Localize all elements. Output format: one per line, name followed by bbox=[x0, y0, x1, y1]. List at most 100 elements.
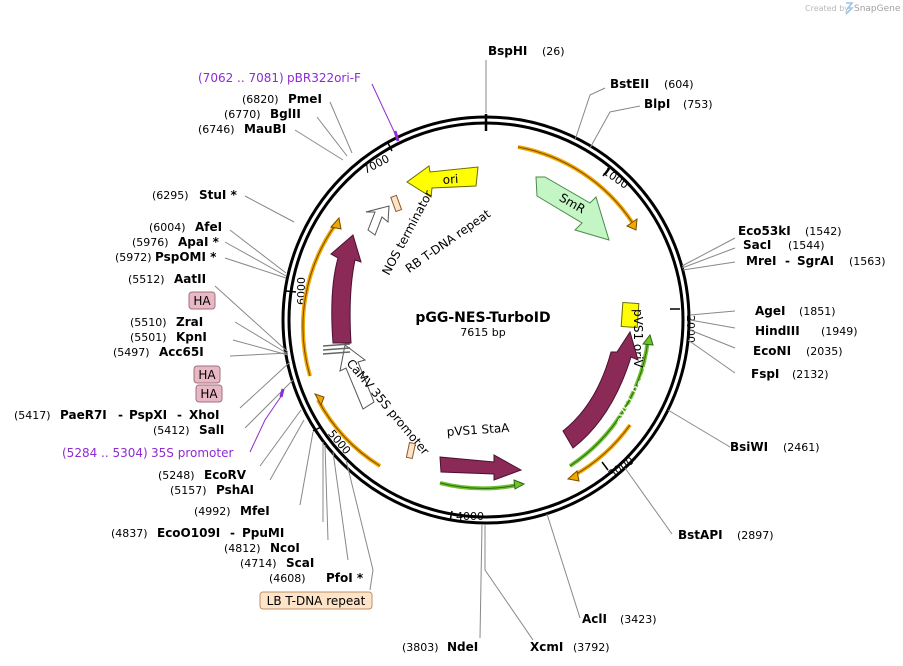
svg-text:ApaI *: ApaI * bbox=[178, 235, 220, 249]
rb-tdna-marker[interactable] bbox=[390, 194, 403, 213]
primer-pbr322ori-f[interactable]: (7062 .. 7081) pBR322ori-F bbox=[198, 71, 361, 85]
svg-text:HA: HA bbox=[198, 368, 216, 382]
svg-text:KpnI: KpnI bbox=[176, 330, 207, 344]
svg-text:(5157): (5157) bbox=[170, 484, 207, 497]
svg-text:HindIII: HindIII bbox=[755, 324, 800, 338]
svg-text:(1949): (1949) bbox=[821, 325, 858, 338]
enzyme-stui[interactable]: (6295)StuI * bbox=[152, 188, 238, 202]
svg-text:PfoI *: PfoI * bbox=[326, 571, 364, 585]
svg-text:(5510): (5510) bbox=[130, 316, 167, 329]
svg-text:EcoO109I: EcoO109I bbox=[157, 526, 220, 540]
svg-text:(1563): (1563) bbox=[849, 255, 886, 268]
svg-text:-: - bbox=[118, 408, 123, 422]
svg-text:(2035): (2035) bbox=[806, 345, 843, 358]
svg-text:(2461): (2461) bbox=[783, 441, 820, 454]
enzyme-bsiwi[interactable]: BsiWI (2461) bbox=[730, 440, 820, 454]
enzyme-apai[interactable]: (5976)ApaI * bbox=[132, 235, 220, 249]
enzyme-fspi[interactable]: FspI(2132) bbox=[751, 367, 829, 381]
ha-tag-3[interactable]: HA bbox=[195, 384, 223, 403]
enzyme-pshai[interactable]: (5157) PshAI bbox=[170, 483, 254, 497]
enzyme-pfoi[interactable]: (4608) PfoI * bbox=[269, 571, 364, 585]
svg-text:PspOMI *: PspOMI * bbox=[155, 250, 217, 264]
svg-text:ScaI: ScaI bbox=[286, 556, 314, 570]
svg-text:35S promoter: 35S promoter bbox=[151, 446, 233, 460]
enzyme-xcmi[interactable]: XcmI(3792) bbox=[530, 640, 610, 654]
enzyme-aatii[interactable]: (5512)AatII bbox=[128, 272, 206, 286]
pvs1-staa-label: pVS1 StaA bbox=[446, 421, 510, 439]
svg-text:SgrAI: SgrAI bbox=[797, 254, 834, 268]
enzyme-kpni[interactable]: (5501)KpnI bbox=[130, 330, 207, 344]
tick-label-1000: 1000 bbox=[600, 165, 630, 192]
enzyme-ndei[interactable]: (3803)NdeI bbox=[402, 640, 478, 654]
enzyme-ncoi[interactable]: (4812)NcoI bbox=[224, 541, 300, 555]
svg-text:HA: HA bbox=[200, 387, 218, 401]
svg-text:PshAI: PshAI bbox=[216, 483, 254, 497]
svg-text:PspXI: PspXI bbox=[129, 408, 167, 422]
created-by-label: Created by bbox=[805, 4, 849, 13]
35s-primer-marker bbox=[279, 388, 285, 398]
enzyme-bstapi[interactable]: BstAPI(2897) bbox=[678, 528, 774, 542]
lb-tdna-marker[interactable] bbox=[405, 441, 416, 460]
svg-text:-: - bbox=[230, 526, 235, 540]
enzyme-pspomi[interactable]: (5972)PspOMI * bbox=[115, 250, 217, 264]
enzyme-zrai[interactable]: (5510)ZraI bbox=[130, 315, 203, 329]
camv-35s-feature[interactable] bbox=[339, 344, 375, 410]
svg-text:(4608): (4608) bbox=[269, 572, 306, 585]
pvs1-oriv-feature[interactable] bbox=[620, 301, 640, 329]
enzyme-acli[interactable]: AclI(3423) bbox=[582, 612, 657, 626]
svg-text:MauBI: MauBI bbox=[244, 122, 286, 136]
enzyme-acc65i[interactable]: (5497)Acc65I bbox=[113, 345, 204, 359]
svg-text:LB T-DNA repeat: LB T-DNA repeat bbox=[267, 594, 366, 608]
svg-text:(5972): (5972) bbox=[115, 251, 152, 264]
plasmid-length: 7615 bp bbox=[460, 326, 505, 339]
enzyme-scai[interactable]: (4714)ScaI bbox=[240, 556, 314, 570]
enzyme-pmei[interactable]: (6820)PmeI bbox=[242, 92, 322, 106]
ha-tag-1[interactable]: HA bbox=[188, 291, 216, 310]
enzyme-ecorv[interactable]: (5248)EcoRV bbox=[158, 468, 247, 482]
svg-text:AclI: AclI bbox=[582, 612, 607, 626]
enzyme-eco53ki[interactable]: Eco53kI(1542) bbox=[738, 224, 842, 238]
enzyme-bglii[interactable]: (6770)BglII bbox=[224, 107, 301, 121]
enzyme-mrei-sgrai[interactable]: MreI-SgrAI(1563) bbox=[746, 254, 886, 268]
svg-text:BsiWI: BsiWI bbox=[730, 440, 768, 454]
svg-text:BglII: BglII bbox=[270, 107, 301, 121]
lb-tdna-repeat-tag[interactable]: LB T-DNA repeat bbox=[259, 591, 373, 610]
camv-35s-label: CaMV 35S promoter bbox=[344, 356, 432, 457]
svg-text:(5417): (5417) bbox=[14, 409, 51, 422]
enzyme-econi[interactable]: EcoNI(2035) bbox=[753, 344, 843, 358]
repa-green-arrowhead bbox=[642, 333, 654, 346]
ha-tag-2[interactable]: HA bbox=[193, 365, 221, 384]
primer-35s-promoter[interactable]: (5284 .. 5304) 35S promoter bbox=[62, 446, 233, 460]
enzyme-eco0109i-ppumi[interactable]: (4837)EcoO109I-PpuMI bbox=[111, 526, 284, 540]
svg-text:BlpI: BlpI bbox=[644, 97, 670, 111]
enzyme-maubi[interactable]: (6746)MauBI bbox=[198, 122, 286, 136]
ori-feature[interactable]: ori bbox=[406, 165, 479, 198]
enzyme-afei[interactable]: (6004)AfeI bbox=[149, 220, 222, 234]
camv-orange-arrowhead bbox=[313, 393, 325, 407]
svg-text:(5512): (5512) bbox=[128, 273, 165, 286]
enzyme-blpi[interactable]: BlpI(753) bbox=[644, 97, 713, 111]
enzyme-paer7i-pspxi-xhoi[interactable]: (5417)PaeR7I-PspXI-XhoI bbox=[14, 408, 220, 422]
enzyme-hindiii[interactable]: HindIII (1949) bbox=[755, 324, 858, 338]
svg-text:(26): (26) bbox=[542, 45, 565, 58]
svg-text:NcoI: NcoI bbox=[270, 541, 300, 555]
enzyme-mfei[interactable]: (4992)MfeI bbox=[194, 504, 270, 518]
enzyme-agei[interactable]: AgeI(1851) bbox=[755, 304, 836, 318]
svg-text:FspI: FspI bbox=[751, 367, 779, 381]
nos-terminator-feature[interactable] bbox=[365, 205, 390, 236]
pvs1-staa-feature[interactable] bbox=[439, 454, 523, 481]
svg-text:(1851): (1851) bbox=[799, 305, 836, 318]
svg-text:(4837): (4837) bbox=[111, 527, 148, 540]
ori-region-arrowhead bbox=[625, 217, 638, 231]
enzyme-bsphi[interactable]: BspHI(26) bbox=[488, 44, 565, 58]
turboid-feature[interactable]: TurboID bbox=[330, 234, 390, 344]
svg-text:SacI: SacI bbox=[743, 238, 771, 252]
turboid-orange-arrowhead bbox=[330, 216, 342, 230]
enzyme-saci[interactable]: SacI(1544) bbox=[743, 238, 825, 252]
enzyme-sali[interactable]: (5412)SalI bbox=[153, 423, 224, 437]
svg-text:(4992): (4992) bbox=[194, 505, 231, 518]
svg-text:PaeR7I: PaeR7I bbox=[60, 408, 107, 422]
enzyme-bsteii[interactable]: BstEII(604) bbox=[610, 77, 694, 91]
svg-text:MreI: MreI bbox=[746, 254, 776, 268]
pbr322ori-f-primer-marker bbox=[393, 130, 400, 142]
